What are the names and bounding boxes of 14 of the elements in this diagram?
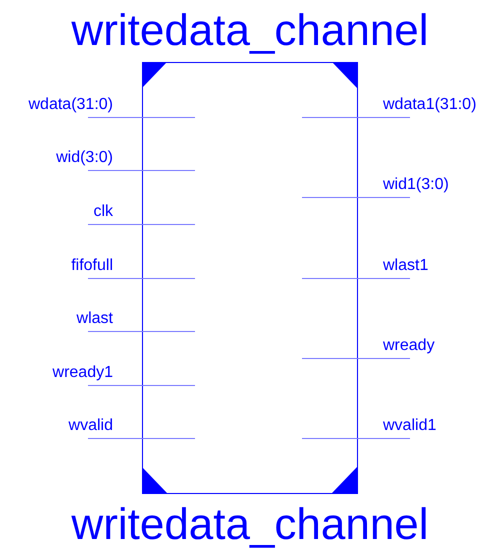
pin-label: wready: [383, 337, 435, 355]
pin-label: wlast1: [383, 257, 428, 275]
pin-label: wlast: [76, 310, 113, 328]
pin-label: wvalid1: [383, 417, 436, 435]
pin-label: wvalid: [68, 417, 113, 435]
pin-label: wid1(3:0): [383, 176, 449, 194]
pin-label: wdata(31:0): [28, 96, 113, 114]
pin-label: clk: [93, 203, 113, 221]
pin-label: wdata1(31:0): [383, 96, 476, 114]
diagram-caption: writedata_channel: [71, 500, 429, 550]
pin-label: fifofull: [71, 257, 113, 275]
pin-label: wid(3:0): [56, 149, 113, 167]
diagram-title: writedata_channel: [71, 6, 429, 56]
pin-label: wready1: [52, 364, 113, 382]
